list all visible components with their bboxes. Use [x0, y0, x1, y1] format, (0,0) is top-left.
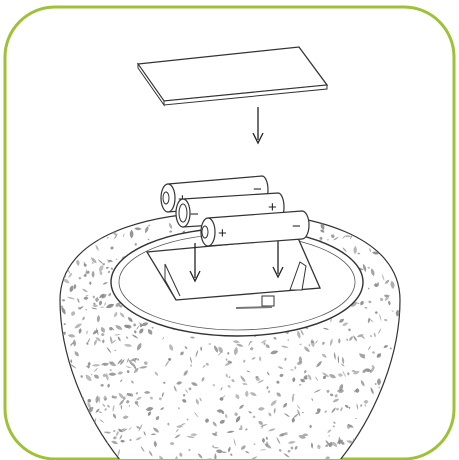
battery-front-minus: −: [292, 218, 301, 235]
battery-middle-minus: −: [190, 206, 199, 223]
battery-front-plus: +: [218, 225, 227, 242]
latch: [262, 296, 274, 306]
